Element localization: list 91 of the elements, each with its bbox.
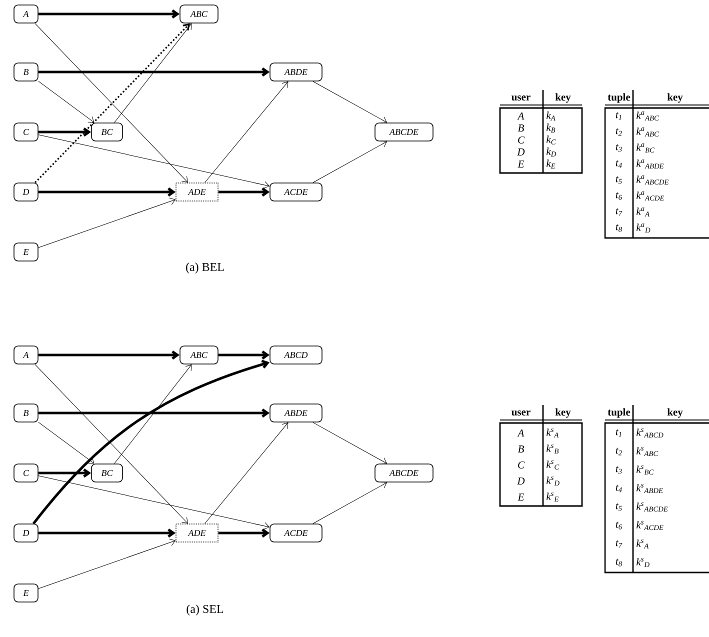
table-cell: B (518, 124, 524, 132)
arrow (38, 198, 176, 248)
table-cell: t$_{1}$ (616, 112, 622, 120)
arrow (38, 476, 270, 530)
column-header: tuple (608, 408, 630, 418)
rounded-box: ACDE (270, 182, 322, 202)
table-cell: E (518, 494, 524, 500)
arrow (218, 350, 270, 360)
table-cell: t$_{7}$ (616, 540, 622, 548)
arrow (312, 422, 387, 464)
table-cell: t$_{8}$ (616, 558, 622, 566)
arrow (38, 408, 270, 418)
rounded-box: ACDE (270, 524, 322, 542)
column-header: key (555, 93, 571, 103)
table-cell: A (517, 112, 524, 120)
table-cell: t$_{8}$ (616, 224, 622, 232)
arrow (114, 364, 192, 464)
arrow (218, 528, 270, 538)
rounded-box: ABDE (270, 404, 322, 422)
rounded-box: ABCD (270, 346, 322, 364)
rounded-box: D (14, 524, 38, 542)
table-cell: t$_{2}$ (616, 128, 622, 136)
table-cell: t$_{4}$ (616, 484, 622, 492)
table-cell: t$_{1}$ (616, 429, 622, 437)
table-cell: C (518, 136, 525, 144)
arrow (38, 468, 92, 478)
table-cell: B (518, 446, 524, 452)
rounded-box: BC (91, 464, 123, 482)
table-cell: C (518, 461, 525, 469)
rounded-box: ABCDE (374, 464, 434, 482)
rounded-box: C (14, 122, 38, 142)
column-header: key (667, 408, 683, 418)
table-cell: k$_{D}$ (546, 148, 556, 156)
table-cell: t$_{2}$ (616, 448, 622, 456)
dotted-box: ADE (176, 182, 218, 202)
caption: (a) SEL (186, 604, 224, 616)
table-cell: k$_{C}$ (546, 136, 556, 144)
arrow (38, 350, 180, 360)
rounded-box: A (14, 4, 38, 24)
column-header: user (512, 95, 530, 101)
dotted-box: ADE (176, 524, 218, 542)
table-cell: t$_{6}$ (616, 192, 622, 200)
arrow (38, 187, 176, 197)
rounded-box: B (14, 62, 38, 82)
table-cell: t$_{4}$ (616, 160, 622, 168)
table-cell: k$_{B}$ (546, 124, 556, 132)
caption: (a) BEL (186, 262, 224, 274)
arrow (38, 80, 94, 123)
arrow (312, 140, 387, 183)
table-cell: D (517, 148, 525, 156)
table-cell: D (517, 478, 525, 484)
arrow (204, 82, 288, 183)
table-cell: A (517, 430, 524, 436)
arrow (312, 482, 387, 524)
column-header: key (555, 408, 571, 418)
rounded-box: ABC (180, 346, 218, 364)
arrow (38, 134, 270, 189)
table-cell: t$_{5}$ (616, 503, 622, 511)
rounded-box: C (14, 464, 38, 482)
column-header: key (667, 93, 683, 103)
rounded-box: B (14, 404, 38, 422)
table-cell: t$_{3}$ (616, 144, 622, 152)
table-cell: t$_{7}$ (616, 208, 622, 216)
arrow (204, 422, 288, 524)
rounded-box: ABDE (270, 62, 322, 82)
rounded-box: ABC (180, 4, 218, 24)
rounded-box: A (14, 346, 38, 364)
arrow (218, 187, 270, 197)
arrow (312, 81, 387, 124)
arrow (32, 360, 270, 524)
rounded-box: E (14, 584, 38, 602)
arrow (38, 127, 92, 137)
arrow (38, 538, 176, 589)
table-cell: t$_{5}$ (616, 176, 622, 184)
column-header: user (512, 410, 530, 416)
arrow (38, 422, 94, 464)
rounded-box: E (14, 242, 38, 262)
rounded-box: BC (91, 122, 123, 142)
arrow (34, 364, 188, 524)
arrow (38, 9, 180, 19)
table-cell: k$_{A}$ (546, 112, 556, 120)
table-cell: E (518, 160, 524, 168)
table-cell: t$_{6}$ (616, 522, 622, 530)
arrow (114, 24, 192, 123)
rounded-box: ABCDE (374, 122, 434, 142)
arrow (38, 67, 270, 77)
table-cell: t$_{3}$ (616, 466, 622, 474)
rounded-box: D (14, 182, 38, 202)
column-header: tuple (608, 93, 630, 103)
arrow (38, 528, 176, 538)
table-cell: k$_{E}$ (546, 160, 556, 168)
